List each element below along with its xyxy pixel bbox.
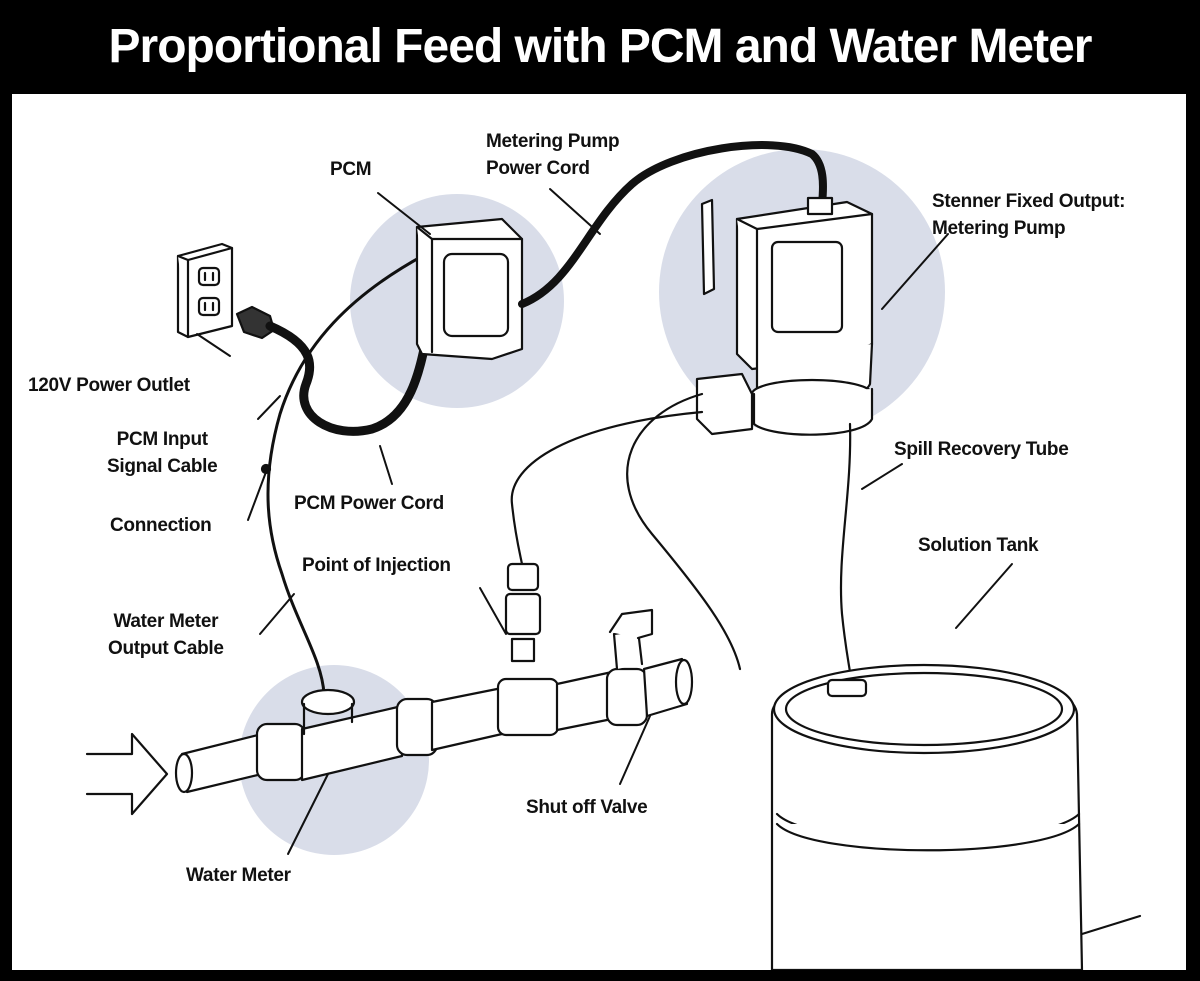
- label-pcm-input-signal-cable: PCM Input Signal Cable: [107, 426, 218, 480]
- label-metering-pump-power-cord: Metering Pump Power Cord: [486, 128, 620, 182]
- label-power-outlet: 120V Power Outlet: [28, 375, 190, 396]
- pcm-box: [415, 217, 524, 361]
- power-outlet: [176, 242, 234, 339]
- metering-pump: [695, 196, 874, 436]
- label-connection: Connection: [110, 515, 212, 536]
- label-stenner-metering-pump: Stenner Fixed Output: Metering Pump: [932, 188, 1126, 242]
- spill-recovery-tube-line: [839, 422, 852, 674]
- diagram-illustration: [85, 141, 1142, 970]
- signal-cable-line: [266, 252, 428, 696]
- discharge-tube: [510, 410, 704, 566]
- label-point-of-injection: Point of Injection: [302, 555, 451, 576]
- main-pipe: [174, 608, 694, 794]
- diagram-title: Proportional Feed with PCM and Water Met…: [108, 19, 1093, 73]
- label-solution-tank: Solution Tank: [918, 535, 1039, 556]
- label-line: Metering Pump: [486, 131, 620, 152]
- label-line: Stenner Fixed Output:: [932, 191, 1126, 212]
- diagram-panel: PCM Metering Pump Power Cord Stenner Fix…: [12, 94, 1186, 970]
- suction-tube: [626, 392, 742, 671]
- label-shut-off-valve: Shut off Valve: [526, 797, 648, 818]
- inlet-arrow: [85, 732, 169, 816]
- label-line: Metering Pump: [932, 218, 1066, 239]
- label-water-meter-output-cable: Water Meter Output Cable: [108, 608, 224, 662]
- label-line: PCM Input: [116, 429, 209, 450]
- label-water-meter: Water Meter: [186, 865, 291, 886]
- label-line: Water Meter: [113, 611, 219, 632]
- title-bar: Proportional Feed with PCM and Water Met…: [0, 0, 1200, 92]
- label-line: Power Cord: [486, 158, 590, 179]
- injection-fitting: [504, 562, 542, 663]
- label-spill-recovery-tube: Spill Recovery Tube: [894, 439, 1069, 460]
- callout-lines: [196, 188, 1013, 855]
- label-pcm: PCM: [330, 159, 372, 180]
- solution-tank-drum: [770, 663, 1142, 970]
- label-line: Signal Cable: [107, 456, 218, 477]
- metering-pump-power-cord-line: [518, 141, 827, 308]
- label-pcm-power-cord: PCM Power Cord: [294, 493, 444, 514]
- label-line: Output Cable: [108, 638, 224, 659]
